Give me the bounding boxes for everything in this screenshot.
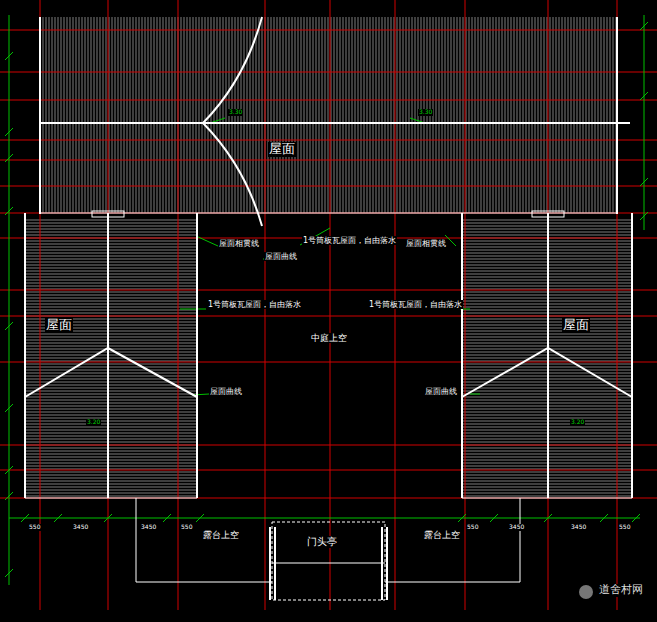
dimension-text: 3450: [570, 524, 587, 531]
gate-pavilion: 门头亭: [272, 522, 385, 600]
space-label: 中庭上空: [310, 333, 348, 343]
elevation-mark: 3.30: [228, 109, 243, 116]
roof-name: 门头亭: [306, 536, 338, 548]
note-label: 1号筒板瓦屋面，自由落水: [368, 300, 463, 309]
dimension-line: [5, 15, 648, 585]
note-label: 1号筒板瓦屋面，自由落水: [207, 300, 302, 309]
elevation-mark: 3.30: [418, 109, 433, 116]
dimension-text: 550: [180, 524, 193, 531]
space-label: 露台上空: [202, 530, 240, 540]
roof-name: 屋面: [562, 318, 590, 333]
space-label: 露台上空: [423, 530, 461, 540]
terrace-outline: [136, 498, 520, 600]
note-label: 1号筒板瓦屋面，自由落水: [302, 236, 397, 245]
note-label: 屋面相贯线: [218, 239, 260, 248]
roof-area: 屋面: [25, 213, 197, 498]
dimension-text: 550: [618, 524, 631, 531]
roof-name: 屋面: [45, 318, 73, 333]
roof-area: 屋面: [462, 213, 632, 498]
tile-hatch: [25, 218, 197, 498]
roof-area: 屋面: [40, 17, 617, 213]
watermark-icon: [579, 585, 593, 599]
elevation-mark: 3.20: [570, 419, 585, 426]
note-label: 屋面曲线: [424, 387, 458, 396]
watermark: 道舍村网: [598, 584, 644, 597]
roof-name: 屋面: [268, 142, 296, 157]
dimension-text: 550: [28, 524, 41, 531]
dimension-text: 3450: [72, 524, 89, 531]
note-label: 屋面曲线: [209, 387, 243, 396]
tile-hatch: [40, 17, 617, 213]
elevation-mark: 3.20: [86, 419, 101, 426]
dimension-text: 3450: [140, 524, 157, 531]
note-label: 屋面相贯线: [405, 239, 447, 248]
roof-outline: [25, 17, 632, 498]
dimension-text: 3450: [508, 524, 525, 531]
note-label: 屋面曲线: [264, 252, 298, 261]
dimension-text: 550: [466, 524, 479, 531]
